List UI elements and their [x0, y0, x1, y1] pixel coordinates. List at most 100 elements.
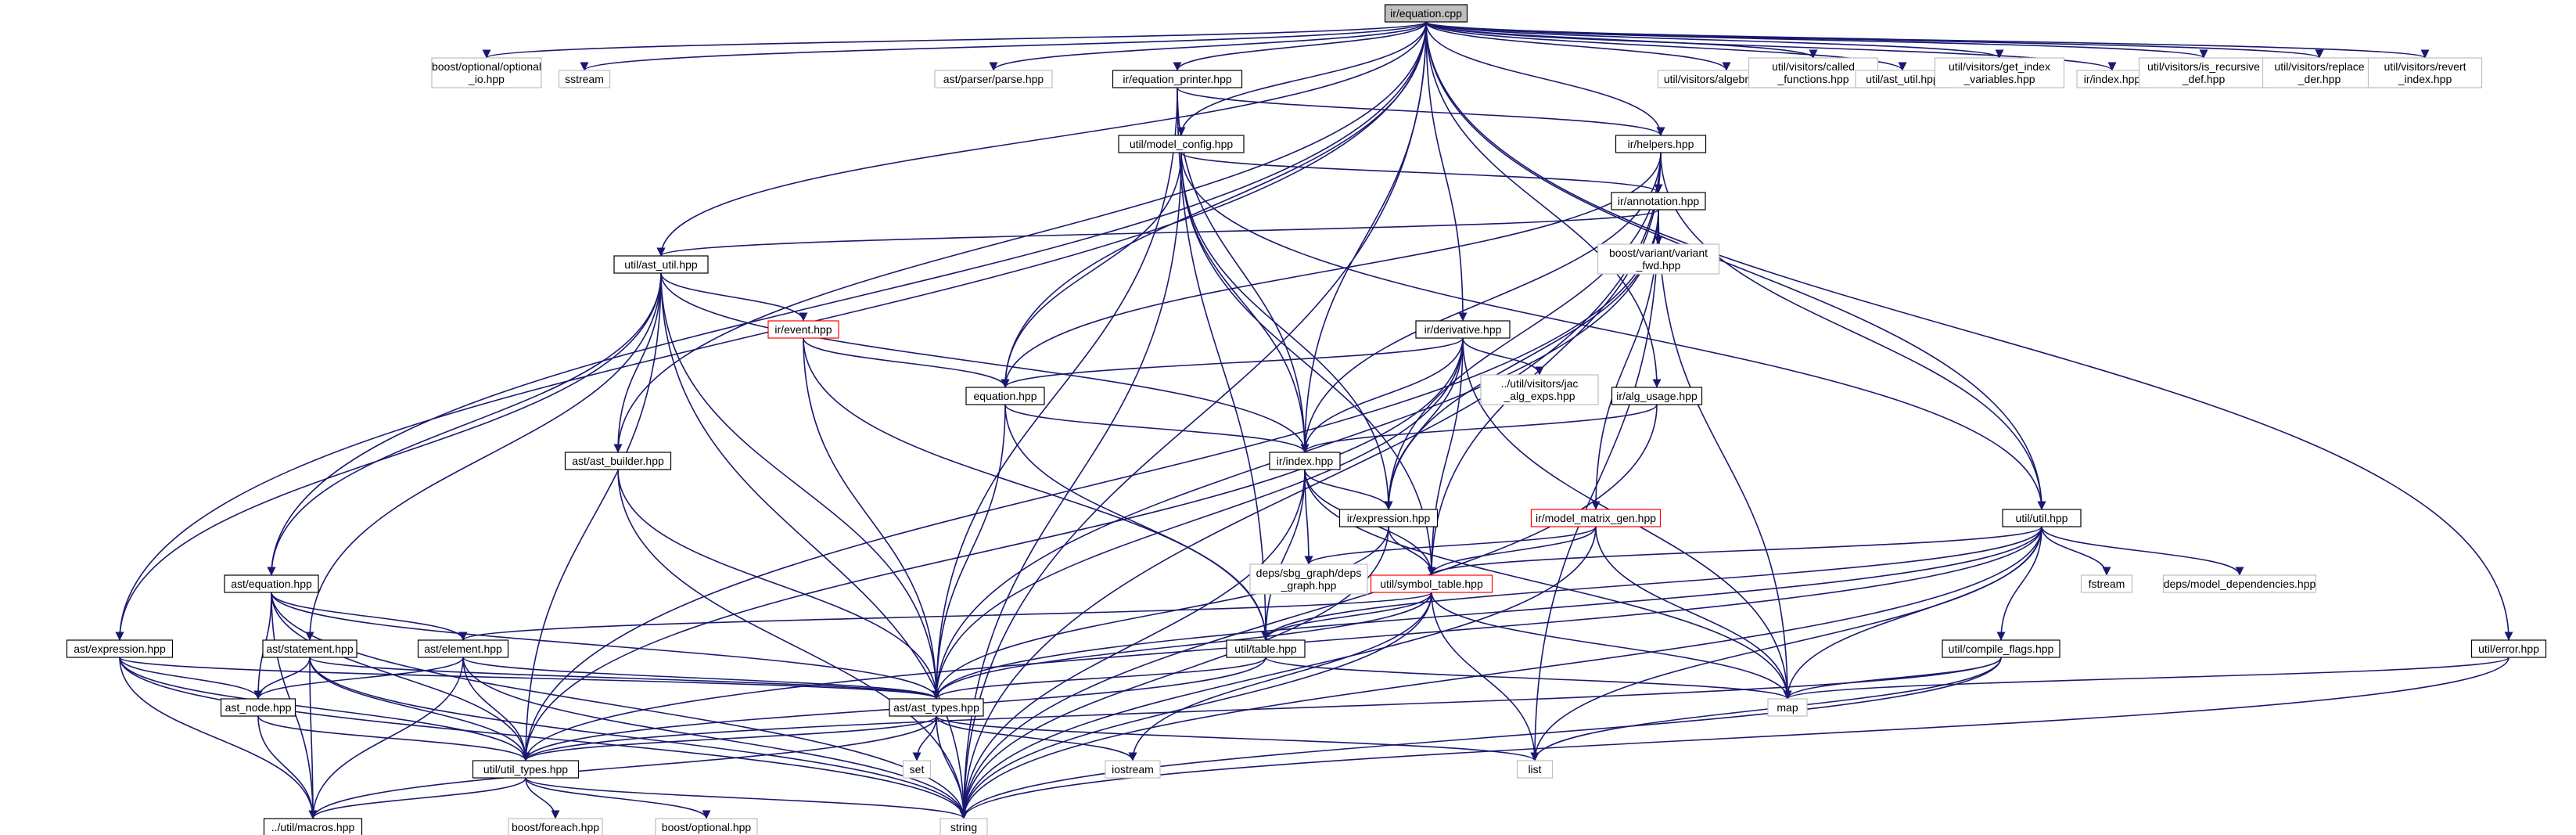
node-util-macros[interactable]: ../util/macros.hpp	[263, 818, 363, 835]
node-util-error[interactable]: util/error.hpp	[2470, 639, 2547, 658]
node-util-table[interactable]: util/table.hpp	[1226, 639, 1306, 658]
dependency-edge	[115, 272, 662, 641]
dependency-edge	[1783, 657, 2510, 700]
dependency-edge	[521, 715, 937, 761]
node-list[interactable]: list	[1516, 760, 1554, 779]
node-deps-model-dependencies[interactable]: deps/model_dependencies.hpp	[2162, 574, 2317, 593]
node-label: ast/ast_builder.hpp	[572, 455, 664, 467]
dependency-edge	[1180, 152, 1310, 453]
node-box	[564, 452, 672, 470]
node-label: util/model_config.hpp	[1130, 138, 1234, 150]
node-label: util/ast_util.hpp	[624, 258, 698, 271]
node-label: deps/model_dependencies.hpp	[2164, 578, 2316, 590]
node-util-ast-util-top[interactable]: util/ast_util.hpp	[1855, 70, 1950, 88]
dependency-edge	[1004, 404, 1270, 641]
node-box	[508, 818, 603, 835]
node-util-model-config[interactable]: util/model_config.hpp	[1118, 135, 1245, 153]
dependency-edge	[1304, 526, 1597, 565]
dependency-edge	[1425, 21, 2430, 59]
node-ir-index-top[interactable]: ir/index.hpp	[2076, 70, 2148, 88]
dependency-edge	[1384, 337, 1464, 510]
node-util-util[interactable]: util/util.hpp	[2002, 509, 2082, 527]
node-label: deps/sbg_graph/deps	[1256, 567, 1362, 579]
dependency-edge	[1425, 21, 2004, 59]
dependency-edge	[521, 209, 1659, 761]
node-util-visitors-is-recursive[interactable]: util/visitors/is_recursive_def.hpp	[2138, 57, 2269, 88]
dependency-edge	[1300, 337, 1464, 453]
node-box	[655, 818, 758, 835]
node-boost-foreach[interactable]: boost/foreach.hpp	[508, 818, 603, 835]
node-ast-equation[interactable]: ast/equation.hpp	[224, 574, 319, 593]
node-string[interactable]: string	[940, 818, 988, 835]
dependency-edge	[1173, 21, 1427, 71]
node-ir-derivative[interactable]: ir/derivative.hpp	[1415, 320, 1511, 339]
dependency-edge	[959, 657, 2510, 819]
node-util-visitors-revert[interactable]: util/visitors/revert_index.hpp	[2367, 57, 2483, 88]
node-deps-sbg-graph[interactable]: deps/sbg_graph/deps_graph.hpp	[1249, 563, 1368, 595]
node-ir-model-matrix-gen[interactable]: ir/model_matrix_gen.hpp	[1530, 509, 1662, 527]
node-fstream[interactable]: fstream	[2080, 574, 2133, 593]
node-ast-expression[interactable]: ast/expression.hpp	[66, 639, 174, 658]
node-boost-variant-fwd[interactable]: boost/variant/variant_fwd.hpp	[1597, 243, 1720, 275]
node-label: util/ast_util.hpp	[1866, 73, 1939, 85]
dependency-edge	[308, 657, 318, 819]
dependency-edge	[119, 657, 318, 819]
node-ast-ast-types[interactable]: ast/ast_types.hpp	[889, 698, 984, 717]
dependency-edge	[482, 21, 1427, 59]
node-ir-equation-printer[interactable]: ir/equation_printer.hpp	[1112, 70, 1243, 88]
node-iostream[interactable]: iostream	[1105, 760, 1161, 779]
node-label: ../util/visitors/jac	[1501, 377, 1579, 390]
node-box	[940, 818, 988, 835]
node-util-compile-flags[interactable]: util/compile_flags.hpp	[1942, 639, 2060, 658]
node-box	[2262, 57, 2377, 88]
node-boost-optional[interactable]: boost/optional.hpp	[655, 818, 758, 835]
node-label: ir/derivative.hpp	[1425, 323, 1502, 336]
node-ir-index[interactable]: ir/index.hpp	[1269, 452, 1341, 470]
node-ir-event[interactable]: ir/event.hpp	[767, 320, 839, 339]
node-boost-optional-io[interactable]: boost/optional/optional_io.hpp	[431, 57, 542, 88]
node-util-visitors-replace[interactable]: util/visitors/replace_der.hpp	[2262, 57, 2377, 88]
node-ir-alg-usage[interactable]: ir/alg_usage.hpp	[1611, 387, 1703, 405]
node-box	[1384, 4, 1468, 23]
node-label: util/visitors/get_index	[1949, 60, 2050, 73]
node-ast-node[interactable]: ast_node.hpp	[220, 698, 296, 717]
dependency-edge	[119, 657, 530, 761]
dependency-edge	[1427, 526, 1597, 576]
node-label: util/visitors/called	[1772, 60, 1855, 73]
dependency-edges	[115, 21, 2513, 819]
node-ast-element[interactable]: ast/element.hpp	[417, 639, 509, 658]
node-ast-statement[interactable]: ast/statement.hpp	[262, 639, 357, 658]
node-equation-hpp[interactable]: equation.hpp	[965, 387, 1045, 405]
dependency-edge	[1427, 337, 1464, 576]
node-ir-annotation[interactable]: ir/annotation.hpp	[1611, 192, 1706, 211]
node-root[interactable]: ir/equation.cpp	[1384, 4, 1468, 23]
dependency-edge	[521, 337, 1464, 761]
node-set[interactable]: set	[902, 760, 932, 779]
node-label: _graph.hpp	[1281, 579, 1337, 592]
node-map[interactable]: map	[1767, 698, 1808, 717]
dependency-edge	[119, 657, 968, 819]
node-util-symbol-table[interactable]: util/symbol_table.hpp	[1370, 574, 1493, 593]
node-util-ast-util[interactable]: util/ast_util.hpp	[613, 255, 709, 274]
node-sstream[interactable]: sstream	[558, 70, 611, 88]
node-box	[902, 760, 932, 779]
node-label: ast/ast_types.hpp	[893, 701, 979, 714]
dependency-edge	[1425, 21, 1731, 71]
node-box	[472, 760, 580, 779]
node-ast-parser-parse[interactable]: ast/parser/parse.hpp	[934, 70, 1053, 88]
dependency-edge	[267, 21, 1427, 576]
dependency-edge	[462, 657, 530, 761]
node-ir-helpers[interactable]: ir/helpers.hpp	[1615, 135, 1707, 153]
dependency-edge	[525, 777, 711, 819]
node-label: _alg_exps.hpp	[1503, 390, 1575, 402]
node-label: boost/optional/optional	[432, 60, 541, 73]
dependency-edge	[932, 592, 1432, 700]
node-util-visitors-jac[interactable]: ../util/visitors/jac_alg_exps.hpp	[1480, 374, 1599, 405]
node-util-util-types[interactable]: util/util_types.hpp	[472, 760, 580, 779]
node-ast-ast-builder[interactable]: ast/ast_builder.hpp	[564, 452, 672, 470]
dependency-edge	[458, 592, 1432, 641]
node-label: equation.hpp	[974, 390, 1037, 402]
node-util-visitors-get-index[interactable]: util/visitors/get_index_variables.hpp	[1934, 57, 2065, 88]
dependency-edge	[119, 657, 941, 700]
node-ir-expression[interactable]: ir/expression.hpp	[1338, 509, 1439, 527]
